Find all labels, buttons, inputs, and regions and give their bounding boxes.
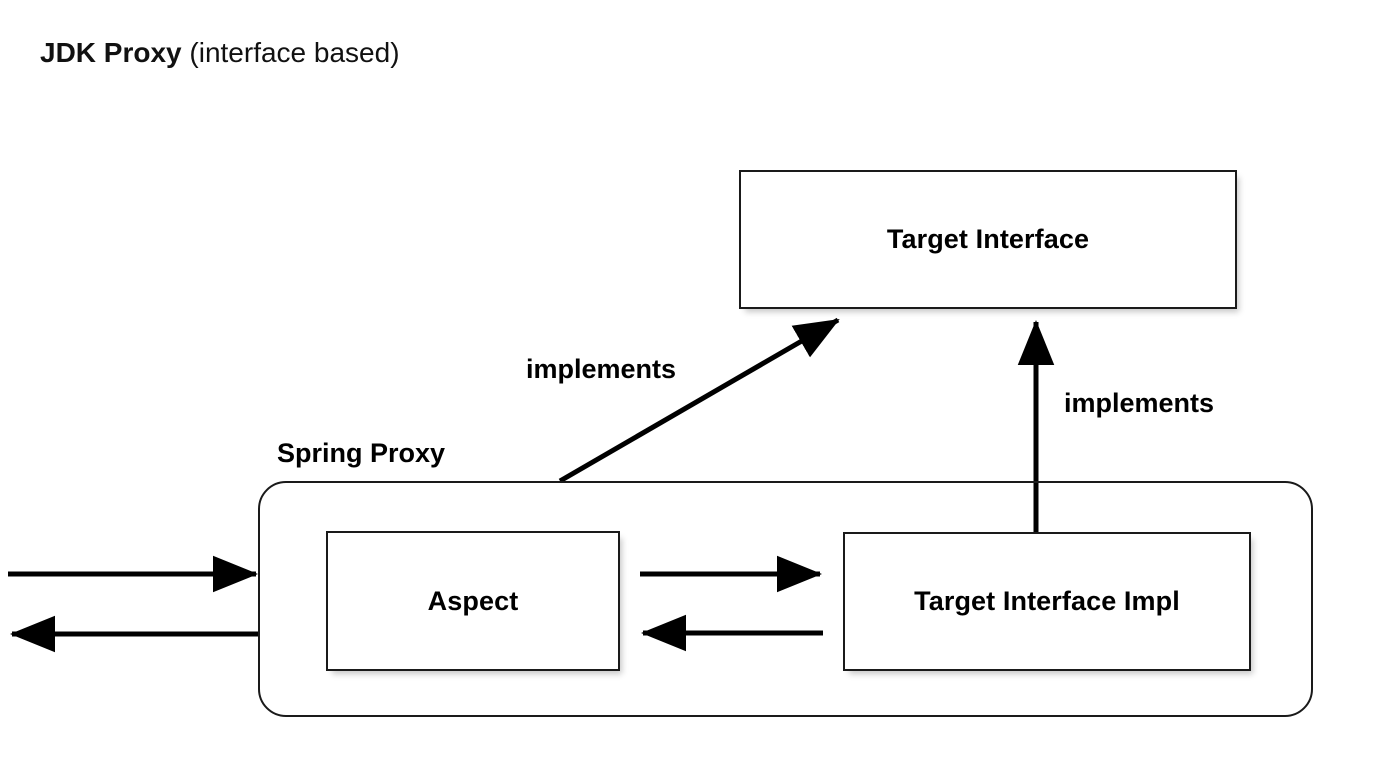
page-title-strong: JDK Proxy	[40, 37, 182, 68]
page-title-normal: (interface based)	[181, 37, 400, 68]
node-aspect-label: Aspect	[427, 585, 519, 616]
edge-label-implements-impl: implements	[1064, 388, 1215, 418]
node-aspect[interactable]: Aspect	[326, 531, 620, 671]
node-target-interface[interactable]: Target Interface	[739, 170, 1237, 309]
node-target-interface-impl-label: Target Interface Impl	[914, 586, 1180, 616]
node-target-interface-impl[interactable]: Target Interface Impl	[843, 532, 1251, 671]
container-spring-proxy-label: Spring Proxy	[277, 438, 446, 468]
edge-label-implements-proxy: implements	[526, 354, 677, 384]
arrow-proxy-implements-interface	[558, 317, 840, 484]
page-title: JDK Proxy (interface based)	[40, 36, 400, 70]
container-spring-proxy[interactable]	[258, 481, 1313, 717]
node-target-interface-label: Target Interface	[886, 224, 1090, 254]
